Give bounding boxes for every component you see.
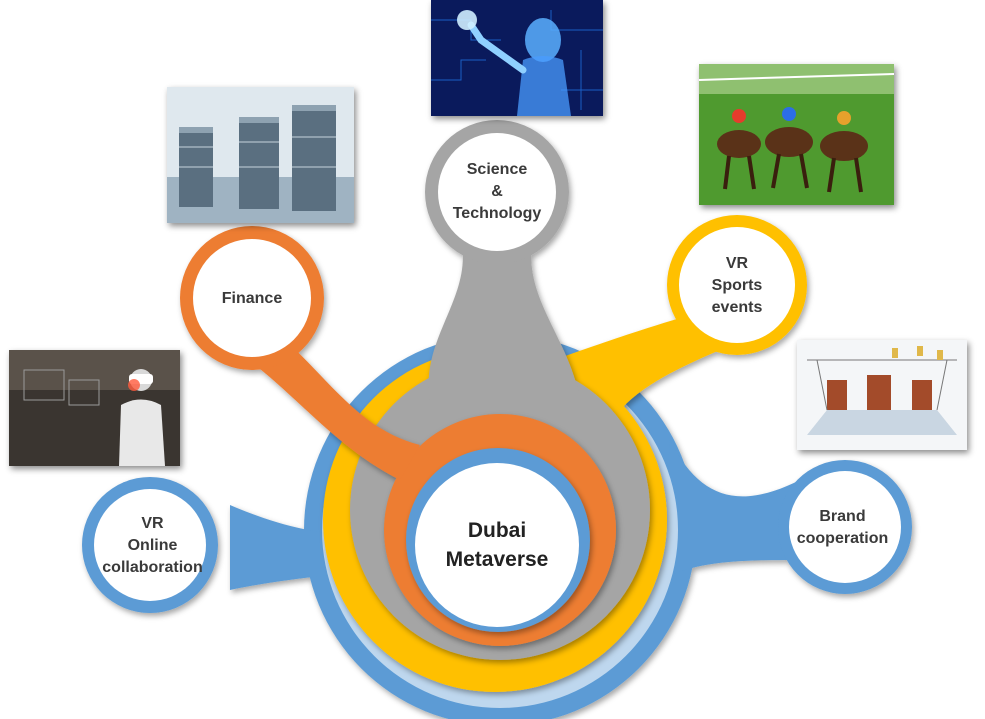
- brand-label: Brand cooperation: [780, 503, 905, 553]
- brand-line2: cooperation: [796, 530, 889, 547]
- ai-humanoid-circuit-icon: [431, 0, 603, 116]
- finance-disc: [193, 239, 311, 357]
- science-label: Science & Technology: [437, 152, 557, 232]
- coin-stacks-icon: [167, 87, 354, 223]
- sports-label: VR Sports events: [682, 250, 792, 322]
- brand-line1: Brand: [819, 508, 866, 525]
- store-interior-sketch-icon: [797, 340, 967, 450]
- sports-line3: events: [711, 299, 763, 316]
- science-line3: Technology: [452, 205, 542, 222]
- sports-line2: Sports: [711, 277, 763, 294]
- science-line2: &: [491, 183, 503, 200]
- finance-label: Finance: [197, 285, 307, 313]
- blue-branch-brand: [660, 440, 810, 580]
- orange-branch-finance: [255, 335, 420, 480]
- gray-branch-science: [428, 245, 580, 400]
- collab-label: VR Online collaboration: [90, 510, 215, 582]
- sports-line1: VR: [725, 255, 749, 272]
- collab-line2: Online: [127, 537, 178, 554]
- horse-racing-icon: [699, 64, 894, 205]
- science-disc: [438, 133, 556, 251]
- science-line1: Science: [466, 161, 528, 178]
- finance-line1: Finance: [221, 290, 283, 307]
- collab-line1: VR: [141, 515, 164, 532]
- vr-headset-user-icon: [9, 350, 180, 466]
- brand-disc: [789, 471, 901, 583]
- collab-line3: collaboration: [102, 559, 203, 576]
- center-label: Dubai Metaverse: [417, 500, 577, 590]
- center-disc: [415, 463, 579, 627]
- center-line1: Dubai: [467, 519, 527, 542]
- sports-disc: [679, 227, 795, 343]
- collab-disc: [94, 489, 206, 601]
- center-line2: Metaverse: [445, 548, 549, 571]
